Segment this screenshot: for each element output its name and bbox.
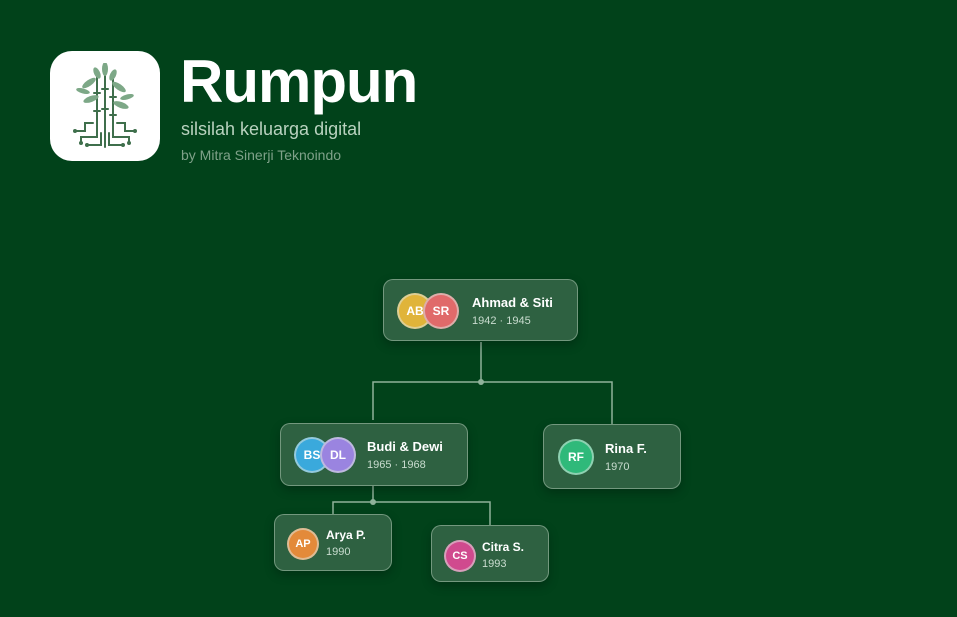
person-years: 1942 · 1945 bbox=[472, 315, 531, 327]
avatar-sr: SR bbox=[423, 293, 459, 329]
person-card-citra[interactable]: CS Citra S. 1993 bbox=[431, 525, 549, 582]
avatar-rf: RF bbox=[558, 439, 594, 475]
person-card-rina[interactable]: RF Rina F. 1970 bbox=[543, 424, 681, 489]
person-years: 1993 bbox=[482, 558, 507, 570]
avatar-cs: CS bbox=[444, 540, 476, 572]
junction-dot-gen2 bbox=[478, 379, 484, 385]
app-subtitle: silsilah keluarga digital bbox=[181, 119, 362, 139]
person-name: Arya P. bbox=[326, 528, 366, 542]
bamboo-circuit-icon bbox=[73, 63, 137, 148]
person-card-ahmad-siti[interactable]: AB SR Ahmad & Siti 1942 · 1945 bbox=[383, 279, 578, 341]
person-name: Rina F. bbox=[605, 441, 647, 456]
avatar-dl: DL bbox=[320, 437, 356, 473]
person-name: Citra S. bbox=[482, 540, 525, 554]
person-card-arya[interactable]: AP Arya P. 1990 bbox=[274, 514, 392, 571]
person-name: Budi & Dewi bbox=[367, 439, 443, 454]
junction-dot-gen3 bbox=[370, 499, 376, 505]
person-years: 1990 bbox=[326, 546, 351, 558]
avatar-ap: AP bbox=[287, 528, 319, 560]
connector-gen2-bar bbox=[372, 381, 613, 424]
app-logo bbox=[50, 51, 160, 161]
person-years: 1970 bbox=[605, 461, 630, 473]
app-byline: by Mitra Sinerji Teknoindo bbox=[181, 147, 342, 163]
app-title: Rumpun bbox=[180, 48, 418, 115]
connector-gen3-bar bbox=[332, 501, 491, 525]
person-name: Ahmad & Siti bbox=[472, 295, 553, 310]
person-card-budi-dewi[interactable]: BS DL Budi & Dewi 1965 · 1968 bbox=[280, 423, 468, 486]
person-years: 1965 · 1968 bbox=[367, 459, 426, 471]
